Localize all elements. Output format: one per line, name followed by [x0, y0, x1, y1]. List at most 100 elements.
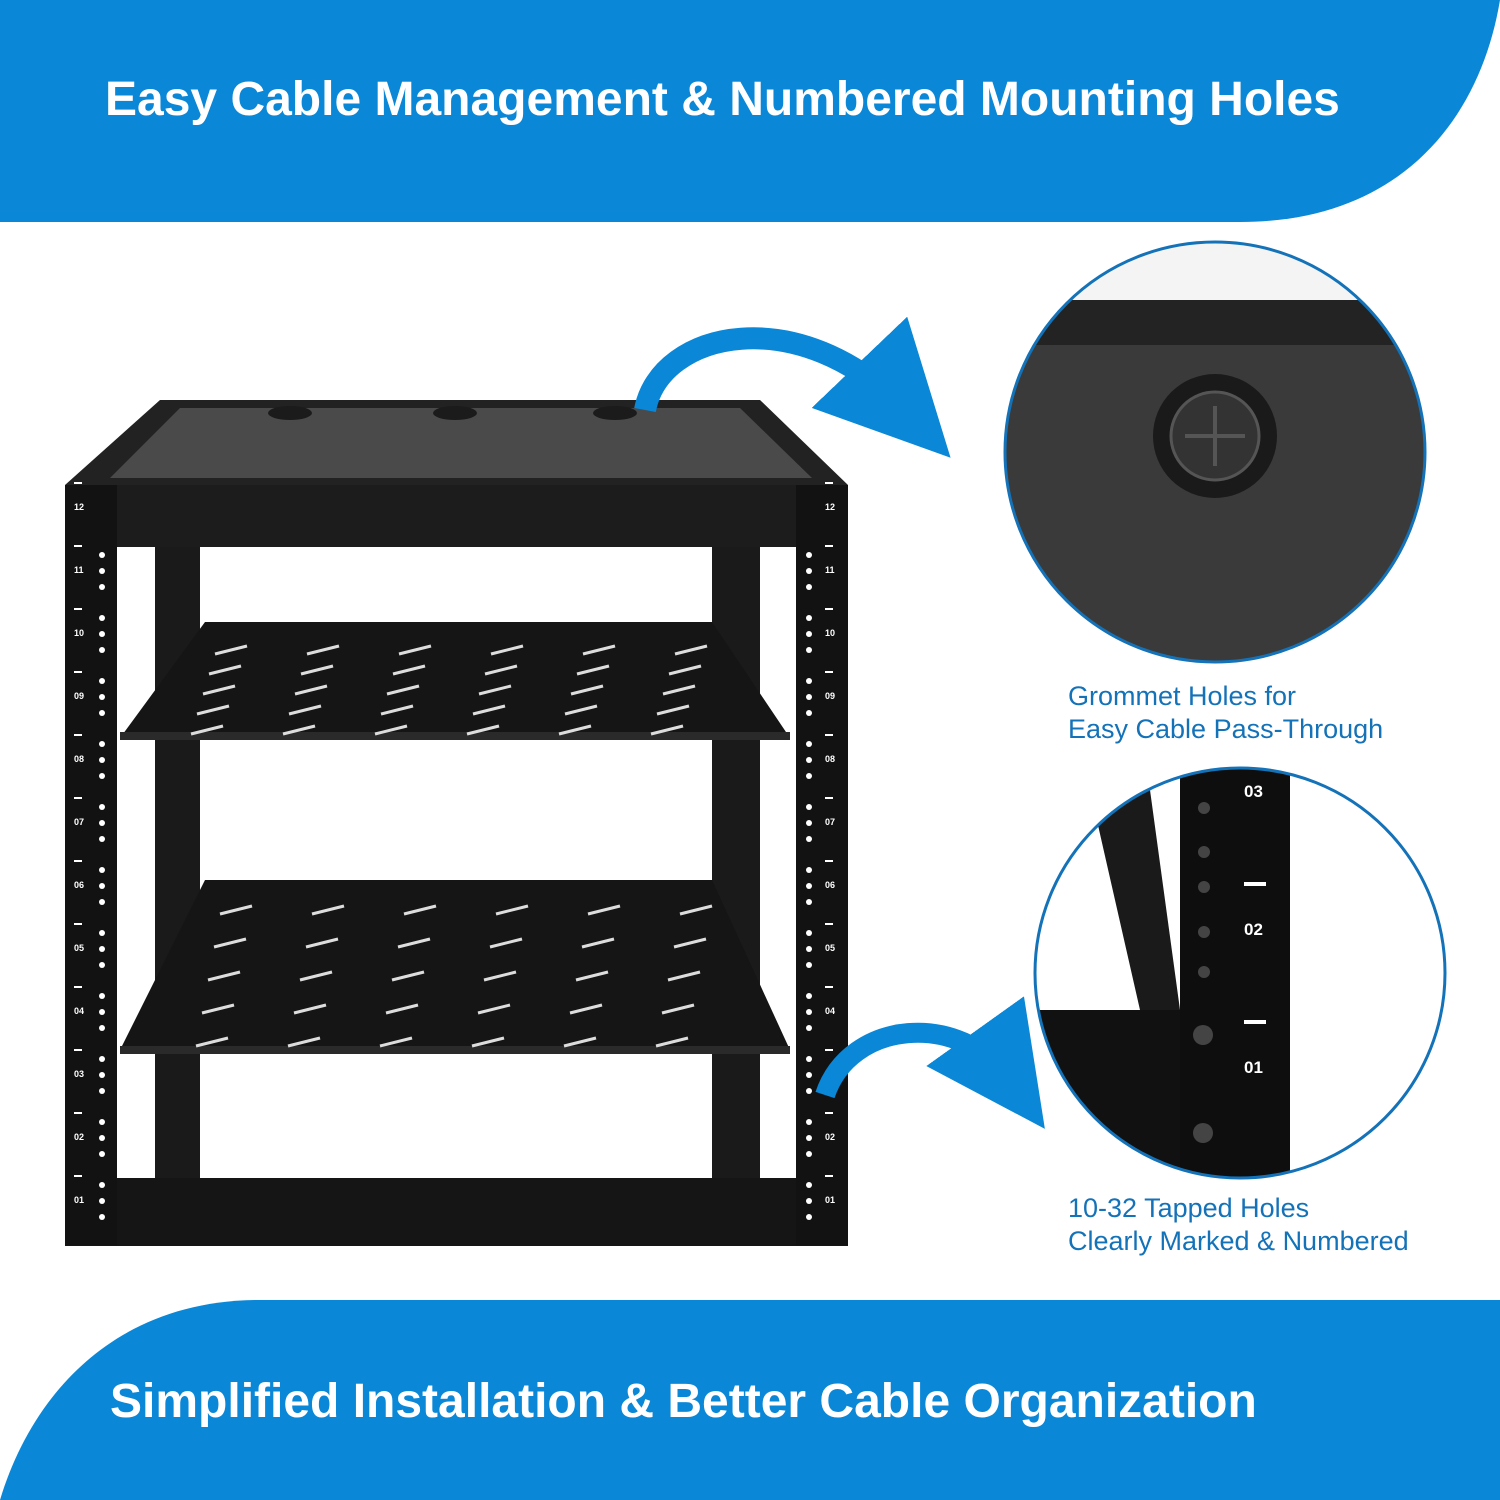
vent-slot: [569, 1003, 603, 1015]
mounting-hole: [99, 615, 105, 621]
unit-divider: [74, 1049, 82, 1051]
unit-divider: [74, 923, 82, 925]
mounting-hole: [806, 1072, 812, 1078]
mounting-hole: [806, 631, 812, 637]
mounting-hole: [99, 741, 105, 747]
mounting-hole: [806, 1214, 812, 1220]
unit-divider: [74, 1112, 82, 1114]
vent-slot: [385, 1003, 419, 1015]
rack-unit-number-right: 08: [825, 754, 835, 764]
rack-unit-number-left: 11: [74, 565, 84, 575]
vent-slot: [490, 644, 524, 656]
zoom-unit-number: 03: [1244, 782, 1263, 801]
mounting-hole: [99, 1214, 105, 1220]
front-beam: [65, 485, 848, 547]
unit-divider: [825, 482, 833, 484]
unit-divider: [825, 923, 833, 925]
mounting-hole: [99, 1025, 105, 1031]
mounting-hole: [806, 1088, 812, 1094]
vent-slot: [581, 937, 615, 949]
unit-divider: [825, 797, 833, 799]
mounting-hole: [99, 1072, 105, 1078]
vent-slot: [587, 904, 621, 916]
vent-slot: [213, 937, 247, 949]
page-title: Easy Cable Management & Numbered Mountin…: [105, 73, 1340, 126]
mounting-hole: [806, 1151, 812, 1157]
unit-divider: [74, 545, 82, 547]
mounting-hole: [99, 820, 105, 826]
mounting-hole: [806, 568, 812, 574]
rack-unit-number-left: 12: [74, 502, 84, 512]
rack-unit-number-right: 12: [825, 502, 835, 512]
mounting-hole: [99, 1182, 105, 1188]
unit-divider: [74, 734, 82, 736]
unit-divider: [825, 1175, 833, 1177]
mounting-hole: [806, 584, 812, 590]
mounting-hole: [99, 883, 105, 889]
mounting-hole: [806, 836, 812, 842]
mounting-hole: [99, 836, 105, 842]
mounting-hole: [99, 993, 105, 999]
mounting-hole: [806, 757, 812, 763]
vent-slot: [563, 1036, 597, 1048]
caption-line: Easy Cable Pass-Through: [1068, 714, 1384, 744]
mounting-hole: [806, 962, 812, 968]
rack-unit-number-right: 02: [825, 1132, 835, 1142]
vent-slot: [570, 684, 604, 696]
vent-slot: [472, 704, 506, 716]
top-banner: [0, 0, 1500, 222]
upper-shelf: [120, 622, 790, 738]
vent-slot: [398, 644, 432, 656]
unit-divider: [825, 860, 833, 862]
unit-divider: [825, 545, 833, 547]
unit-divider: [74, 986, 82, 988]
vent-slot: [190, 724, 224, 736]
mounting-hole: [99, 1198, 105, 1204]
rack-unit-number-left: 08: [74, 754, 84, 764]
vent-slot: [662, 684, 696, 696]
vent-slot: [196, 704, 230, 716]
mounting-hole: [99, 1119, 105, 1125]
unit-divider: [74, 671, 82, 673]
mounting-hole: [99, 694, 105, 700]
rack-unit-number-right: 05: [825, 943, 835, 953]
rack-unit-number-left: 02: [74, 1132, 84, 1142]
zoom-unit-number: 02: [1244, 920, 1263, 939]
mounting-hole: [806, 867, 812, 873]
vent-slot: [299, 970, 333, 982]
vent-slot: [305, 937, 339, 949]
mounting-hole: [806, 694, 812, 700]
vent-slot: [374, 724, 408, 736]
rack-unit-number-left: 01: [74, 1195, 84, 1205]
mounting-hole: [99, 552, 105, 558]
vent-slot: [300, 664, 334, 676]
vent-slot: [484, 664, 518, 676]
rack-unit-number-left: 06: [74, 880, 84, 890]
mounting-hole: [806, 1119, 812, 1125]
vent-slot: [582, 644, 616, 656]
vent-slot: [576, 664, 610, 676]
mounting-hole: [806, 741, 812, 747]
mounting-hole: [806, 820, 812, 826]
arrow-to-grommet: [634, 316, 951, 458]
mounting-hole: [806, 946, 812, 952]
rack-unit-number-left: 05: [74, 943, 84, 953]
bottom-beam: [65, 1178, 848, 1246]
rack-unit-number-left: 10: [74, 628, 84, 638]
rack-unit-number-left: 07: [74, 817, 84, 827]
vent-slot: [471, 1036, 505, 1048]
rack-unit-number-right: 01: [825, 1195, 835, 1205]
grommet-caption: Grommet Holes for Easy Cable Pass-Throug…: [1068, 680, 1383, 746]
unit-divider: [74, 482, 82, 484]
caption-line: Grommet Holes for: [1068, 681, 1297, 711]
mounting-hole: [99, 899, 105, 905]
rack-unit-number-right: 04: [825, 1006, 835, 1016]
vent-slot: [293, 1003, 327, 1015]
vent-slot: [288, 704, 322, 716]
grommet-hole: [593, 406, 637, 420]
vent-slot: [282, 724, 316, 736]
vent-slot: [674, 644, 708, 656]
unit-divider: [74, 797, 82, 799]
footer-title: Simplified Installation & Better Cable O…: [110, 1375, 1257, 1428]
